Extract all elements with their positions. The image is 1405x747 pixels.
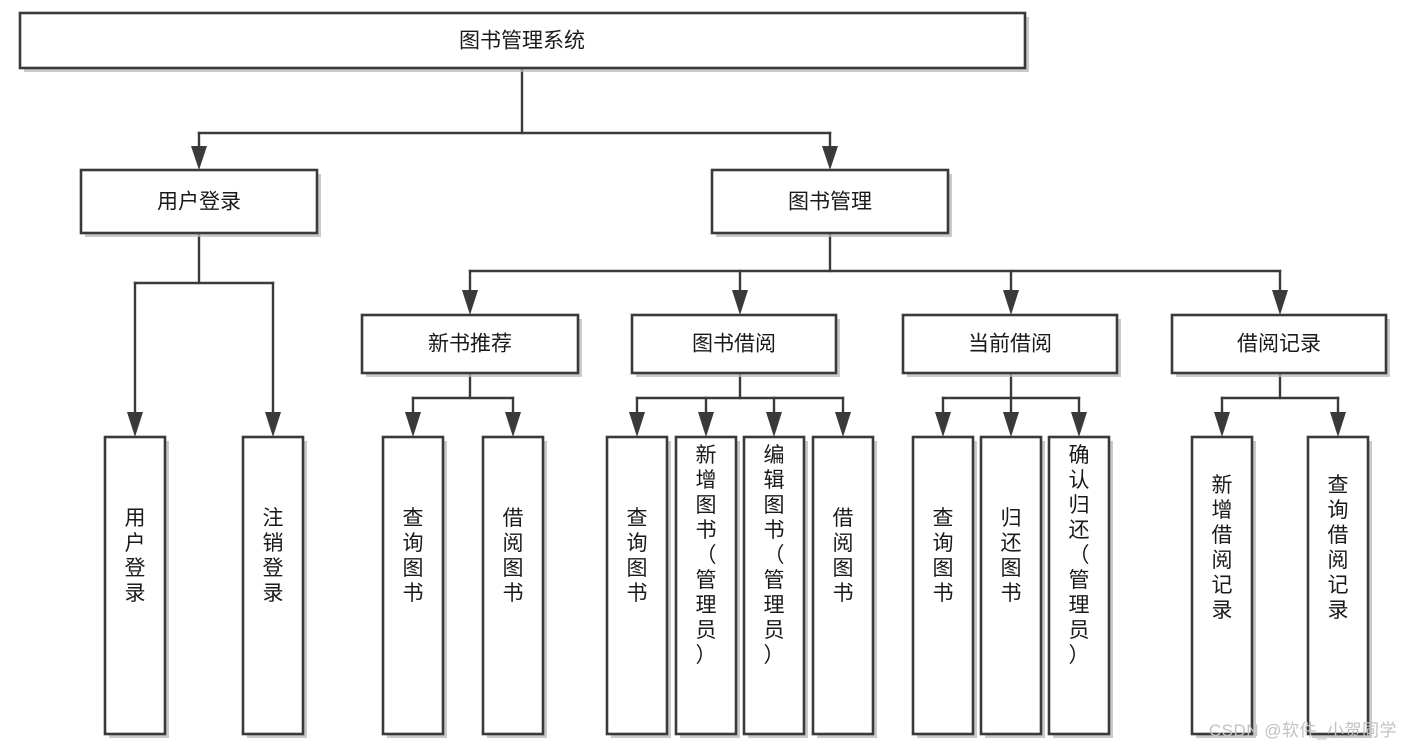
arrowhead-edit-book [766,412,782,437]
leaf-query-book-1-box [381,435,445,736]
arrowhead-query-book-1 [405,412,421,437]
node-leaf-add-record[interactable]: 新增借阅记录 [1190,435,1256,738]
leaf-query-record-box [1306,435,1370,736]
root-box [18,11,1027,70]
node-leaf-query-book-3[interactable]: 查询图书 [911,435,977,738]
leaf-add-book-box [674,435,738,736]
leaf-return-book-label: 归还图书 [1001,507,1022,605]
node-borrow-record[interactable]: 借阅记录 [1170,313,1390,377]
borrow-record-box [1170,313,1388,375]
leaf-user-login-label: 用户登录 [125,507,146,605]
current-borrow-label: 当前借阅 [968,333,1052,356]
node-leaf-logout-login[interactable]: 注销登录 [241,435,307,738]
leaf-confirm-return-box [1047,435,1111,736]
arrowhead-query-book-3 [935,412,951,437]
leaf-query-book-3-label: 查询图书 [933,507,954,605]
leaf-query-book-1-label: 查询图书 [403,507,424,605]
arrowhead-borrow-book-1 [505,412,521,437]
node-leaf-query-book-2[interactable]: 查询图书 [605,435,671,738]
arrowhead-borrow-record [1272,290,1288,315]
leaf-logout-login-box [241,435,305,736]
leaf-borrow-book-1-label: 借阅图书 [503,507,524,605]
arrowhead-return-book [1003,412,1019,437]
leaf-borrow-book-2-box [811,435,875,736]
arrowhead-confirm-return [1071,412,1087,437]
leaf-edit-book-label: 编辑图书（管理员） [764,444,785,667]
arrowhead-user-login [191,146,207,170]
current-borrow-box [901,313,1119,375]
node-leaf-borrow-book-1[interactable]: 借阅图书 [481,435,547,738]
arrowhead-add-record [1214,412,1230,437]
new-book-recommend-box [360,313,580,375]
arrowhead-query-book-2 [629,412,645,437]
node-leaf-confirm-return[interactable]: 确认归还（管理员） [1047,435,1113,738]
node-leaf-user-login[interactable]: 用户登录 [103,435,169,738]
edge-layer [127,66,1346,437]
node-leaf-edit-book[interactable]: 编辑图书（管理员） [742,435,808,738]
leaf-query-record-label: 查询借阅记录 [1328,474,1349,622]
leaf-query-book-2-label: 查询图书 [627,507,648,605]
leaf-logout-login-label: 注销登录 [263,507,284,605]
leaf-borrow-book-1-box [481,435,545,736]
user-login-label: 用户登录 [157,191,241,214]
borrow-record-label: 借阅记录 [1237,333,1321,356]
node-leaf-borrow-book-2[interactable]: 借阅图书 [811,435,877,738]
node-leaf-return-book[interactable]: 归还图书 [979,435,1045,738]
user-login-box [79,168,319,235]
leaf-query-book-3-box [911,435,975,736]
book-borrow-box [630,313,838,375]
arrowhead-leaf-logout-login [265,412,281,437]
csdn-watermark: CSDN @软件_小贺同学 [1208,721,1397,740]
new-book-recommend-label: 新书推荐 [428,333,512,356]
leaf-return-book-box [979,435,1043,736]
arrowhead-new-book-recommend [462,290,478,315]
node-book-borrow[interactable]: 图书借阅 [630,313,840,377]
leaf-edit-book-box [742,435,806,736]
arrowhead-book-management [822,146,838,170]
book-management-box [710,168,950,235]
arrowhead-current-borrow [1003,290,1019,315]
node-root-book-management-system[interactable]: 图书管理系统 [18,11,1029,72]
node-leaf-query-record[interactable]: 查询借阅记录 [1306,435,1372,738]
node-current-borrow[interactable]: 当前借阅 [901,313,1121,377]
book-borrow-label: 图书借阅 [692,333,776,356]
arrowhead-borrow-book-2 [835,412,851,437]
leaf-query-book-2-box [605,435,669,736]
leaf-user-login-box [103,435,167,736]
arrowhead-query-record [1330,412,1346,437]
node-leaf-query-book-1[interactable]: 查询图书 [381,435,447,738]
leaf-borrow-book-2-label: 借阅图书 [833,507,854,605]
leaf-confirm-return-label: 确认归还（管理员） [1069,444,1090,667]
leaf-add-record-box [1190,435,1254,736]
leaf-add-record-label: 新增借阅记录 [1212,474,1233,622]
node-new-book-recommend[interactable]: 新书推荐 [360,313,582,377]
book-management-label: 图书管理 [788,191,872,214]
arrowhead-leaf-user-login [127,412,143,437]
root-label: 图书管理系统 [459,30,585,53]
leaf-add-book-label: 新增图书（管理员） [696,444,717,667]
arrowhead-book-borrow [732,290,748,315]
node-leaf-add-book[interactable]: 新增图书（管理员） [674,435,740,738]
arrowhead-add-book [698,412,714,437]
node-book-management[interactable]: 图书管理 [710,168,952,237]
node-user-login[interactable]: 用户登录 [79,168,321,237]
